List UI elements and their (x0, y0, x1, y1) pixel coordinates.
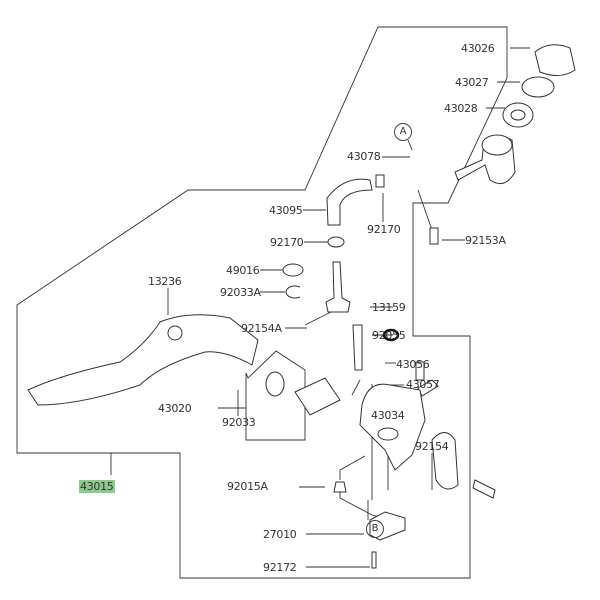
callout-92055: 92055 (372, 329, 406, 342)
callout-92172: 92172 (263, 561, 297, 574)
master-cylinder-body (359, 383, 426, 471)
cap-plate (521, 76, 555, 98)
callout-43034: 43034 (371, 409, 405, 422)
o-ring (382, 328, 400, 342)
callout-92015a: 92015A (227, 480, 268, 493)
callout-27010: 27010 (263, 528, 297, 541)
piston-assembly (294, 377, 341, 416)
callout-92154a: 92154A (241, 322, 282, 335)
callout-43095: 43095 (269, 204, 303, 217)
callout-92170-right: 92170 (367, 223, 401, 236)
screw-92172 (371, 551, 377, 569)
callout-49016: 49016 (226, 264, 260, 277)
callout-43027: 43027 (455, 76, 489, 89)
circlip-92033 (265, 371, 285, 397)
hose (326, 178, 373, 226)
nut-92015A (333, 481, 347, 493)
callout-43078: 43078 (347, 150, 381, 163)
grommet (282, 263, 304, 277)
callout-43056: 43056 (396, 358, 430, 371)
bolt-92153A (429, 227, 439, 245)
reference-circle-b: B (366, 520, 384, 538)
callout-43057: 43057 (406, 378, 440, 391)
clamp-43034 (431, 432, 459, 490)
connector-pipe (325, 261, 351, 313)
bleeder (415, 361, 425, 381)
lever (27, 314, 259, 406)
callout-92170-left: 92170 (270, 236, 304, 249)
callout-92033: 92033 (222, 416, 256, 429)
body-port (377, 427, 399, 441)
part-shapes (27, 44, 576, 569)
diaphragm-inner (510, 109, 526, 121)
callout-43020: 43020 (158, 402, 192, 415)
callout-92154: 92154 (415, 440, 449, 453)
reference-circle-a: A (394, 123, 412, 141)
leader-lines (110, 47, 530, 568)
clamp-small (375, 174, 385, 188)
pin-92154A (352, 324, 363, 371)
callout-92033a: 92033A (220, 286, 261, 299)
callout-13159: 13159 (372, 301, 406, 314)
callout-43015-highlighted[interactable]: 43015 (79, 480, 115, 493)
callout-13236: 13236 (148, 275, 182, 288)
bolt-92154 (472, 479, 496, 499)
circlip-small (285, 285, 301, 299)
reservoir-top (481, 134, 513, 156)
callout-43026: 43026 (461, 42, 495, 55)
callout-92153a: 92153A (465, 234, 506, 247)
clamp (327, 236, 345, 248)
assembly-outline (16, 26, 508, 579)
callout-43028: 43028 (444, 102, 478, 115)
reservoir-cap (534, 44, 576, 76)
lever-adjuster (167, 325, 183, 341)
